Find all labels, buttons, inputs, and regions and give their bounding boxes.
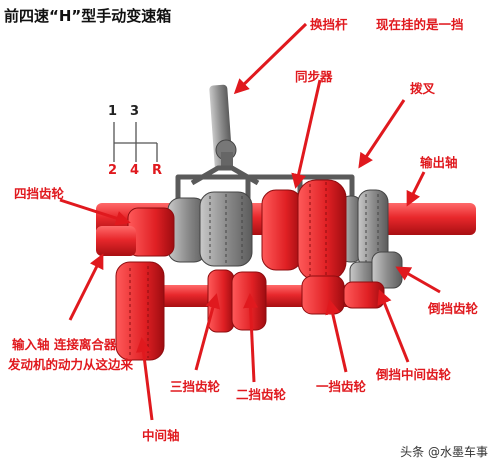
shift-pattern-2: 2 — [108, 163, 118, 178]
diagram-title: 前四速“H”型手动变速箱 — [4, 7, 172, 25]
label-synchronizer: 同步器 — [295, 69, 333, 84]
countershaft-drive-gear — [115, 261, 165, 361]
shift-pattern-4: 4 — [130, 163, 140, 178]
shift-pattern-3: 3 — [130, 104, 140, 119]
label-input-shaft: 输入轴 连接离合器 — [12, 337, 117, 352]
synchronizer-part — [261, 189, 303, 271]
label-output-shaft: 输出轴 — [420, 155, 458, 170]
shift-pattern-r: R — [152, 163, 163, 178]
label-reverse-idler: 倒挡中间齿轮 — [376, 367, 452, 382]
label-current-gear: 现在挂的是一挡 — [376, 17, 464, 32]
label-countershaft: 中间轴 — [142, 428, 180, 443]
shift-pattern-1: 1 — [108, 104, 118, 119]
label-engine-power: 发动机的动力从这边来 — [8, 357, 134, 372]
label-second-gear: 二挡齿轮 — [236, 387, 287, 402]
label-fourth-gear: 四挡齿轮 — [14, 186, 65, 201]
callout-arrows — [59, 22, 441, 421]
input-shaft-end — [96, 226, 136, 256]
label-third-gear: 三挡齿轮 — [170, 379, 221, 394]
watermark: 头条 @水墨车事 — [396, 441, 492, 462]
first-gear-part — [301, 275, 345, 315]
label-shift-lever: 换挡杆 — [310, 17, 348, 32]
shift-pattern-diagram — [113, 122, 158, 162]
label-first-gear: 一挡齿轮 — [316, 379, 367, 394]
label-shift-fork: 拨叉 — [410, 81, 436, 96]
shift-lever — [209, 84, 237, 171]
third-gear-part — [207, 269, 235, 333]
label-reverse-gear: 倒挡齿轮 — [428, 301, 479, 316]
gray-gear-cluster-left — [167, 191, 253, 267]
